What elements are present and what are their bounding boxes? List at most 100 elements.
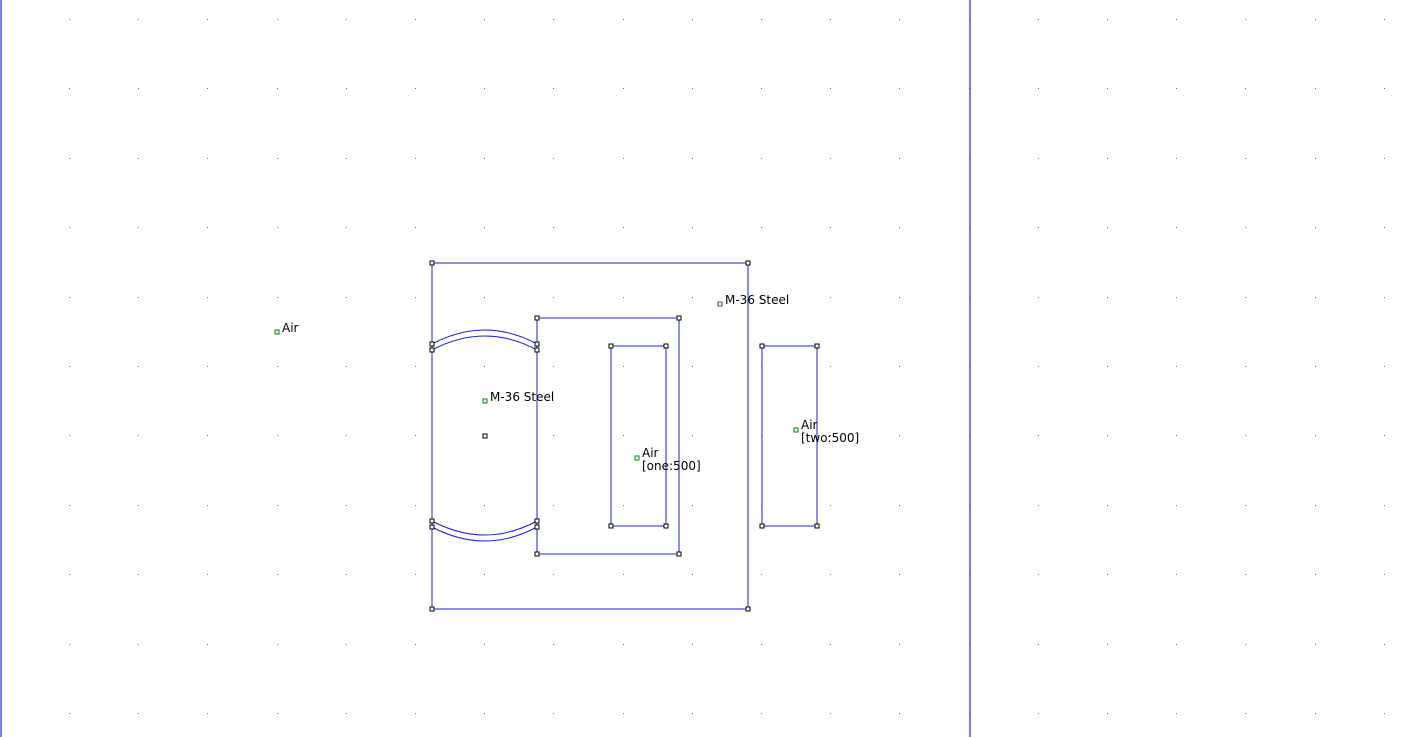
grid-dot bbox=[1315, 435, 1316, 436]
grid-dot bbox=[1107, 19, 1108, 20]
block-label-steel-left[interactable]: M-36 Steel bbox=[482, 390, 554, 404]
node[interactable] bbox=[534, 341, 540, 347]
node[interactable] bbox=[534, 347, 540, 353]
outer-core-rectangle[interactable] bbox=[431, 262, 749, 610]
grid-dot bbox=[277, 366, 278, 367]
grid-dot bbox=[1038, 158, 1039, 159]
geometry-nodes[interactable] bbox=[429, 260, 820, 612]
grid-dot bbox=[899, 88, 900, 89]
grid-dot bbox=[692, 505, 693, 506]
grid-dot bbox=[830, 713, 831, 714]
material-name: M-36 Steel bbox=[490, 390, 554, 404]
grid-dot bbox=[277, 713, 278, 714]
grid-dot bbox=[553, 88, 554, 89]
grid-dot bbox=[69, 435, 70, 436]
node[interactable] bbox=[814, 523, 820, 529]
grid-dot bbox=[1245, 366, 1246, 367]
node[interactable] bbox=[676, 551, 682, 557]
grid-dot bbox=[692, 88, 693, 89]
grid-dot bbox=[899, 713, 900, 714]
air-gap-arcs[interactable] bbox=[431, 329, 538, 542]
grid-dot bbox=[1176, 644, 1177, 645]
node[interactable] bbox=[429, 347, 435, 353]
block-label-marker[interactable] bbox=[793, 427, 799, 433]
grid-dot bbox=[1176, 297, 1177, 298]
grid-dot bbox=[1107, 366, 1108, 367]
node[interactable] bbox=[759, 343, 765, 349]
grid-dot bbox=[1384, 88, 1385, 89]
block-label-marker[interactable] bbox=[717, 301, 723, 307]
inner-core-segments[interactable] bbox=[536, 317, 680, 555]
grid-dot bbox=[830, 227, 831, 228]
block-label-air-coil-two[interactable]: Air [two:500] bbox=[793, 418, 859, 445]
grid-dot bbox=[1315, 297, 1316, 298]
block-label-marker[interactable] bbox=[634, 455, 640, 461]
grid-dot bbox=[692, 574, 693, 575]
grid-dot bbox=[761, 297, 762, 298]
grid-dot bbox=[1384, 574, 1385, 575]
grid-dot bbox=[1038, 227, 1039, 228]
grid-dot bbox=[138, 644, 139, 645]
grid-dot bbox=[1176, 505, 1177, 506]
grid-dot bbox=[692, 158, 693, 159]
grid-dot bbox=[1245, 227, 1246, 228]
grid-dot bbox=[623, 158, 624, 159]
node[interactable] bbox=[663, 523, 669, 529]
grid-dot bbox=[623, 505, 624, 506]
grid-dot bbox=[899, 435, 900, 436]
grid-dot bbox=[69, 366, 70, 367]
grid-dot bbox=[830, 505, 831, 506]
node[interactable] bbox=[534, 524, 540, 530]
grid-dot bbox=[1176, 88, 1177, 89]
node[interactable] bbox=[745, 260, 751, 266]
center-node[interactable] bbox=[482, 433, 488, 439]
grid-dot bbox=[1107, 227, 1108, 228]
node[interactable] bbox=[429, 524, 435, 530]
grid-dot bbox=[899, 297, 900, 298]
grid-dot bbox=[553, 505, 554, 506]
grid-dot bbox=[1038, 644, 1039, 645]
node[interactable] bbox=[429, 260, 435, 266]
grid-dot bbox=[1384, 505, 1385, 506]
grid-dot bbox=[899, 644, 900, 645]
block-label-steel-top-right[interactable]: M-36 Steel bbox=[717, 293, 789, 307]
node[interactable] bbox=[534, 315, 540, 321]
node[interactable] bbox=[608, 343, 614, 349]
grid-dot bbox=[899, 366, 900, 367]
node[interactable] bbox=[429, 518, 435, 524]
grid-dot bbox=[553, 227, 554, 228]
grid-dot bbox=[207, 158, 208, 159]
grid-dot bbox=[623, 644, 624, 645]
grid-dot bbox=[69, 713, 70, 714]
grid-dot bbox=[1176, 227, 1177, 228]
grid-dot bbox=[761, 644, 762, 645]
grid-dot bbox=[899, 227, 900, 228]
grid-dot bbox=[277, 505, 278, 506]
grid-dot bbox=[207, 297, 208, 298]
node[interactable] bbox=[745, 606, 751, 612]
node[interactable] bbox=[676, 315, 682, 321]
block-label-air-outer[interactable]: Air bbox=[274, 321, 299, 335]
grid-dot bbox=[207, 574, 208, 575]
node[interactable] bbox=[814, 343, 820, 349]
circuit-name: [one:500] bbox=[642, 459, 701, 473]
block-label-air-coil-one[interactable]: Air [one:500] bbox=[634, 446, 701, 473]
node[interactable] bbox=[663, 343, 669, 349]
block-label-marker[interactable] bbox=[482, 398, 488, 404]
block-label-marker[interactable] bbox=[274, 329, 280, 335]
grid-dot bbox=[138, 19, 139, 20]
node[interactable] bbox=[759, 523, 765, 529]
grid-dot bbox=[553, 713, 554, 714]
coil-one-rectangle[interactable] bbox=[610, 345, 667, 527]
node[interactable] bbox=[429, 606, 435, 612]
grid-dot bbox=[484, 366, 485, 367]
coil-two-rectangle[interactable] bbox=[761, 345, 818, 527]
node[interactable] bbox=[429, 341, 435, 347]
node[interactable] bbox=[534, 551, 540, 557]
grid-dot bbox=[830, 574, 831, 575]
grid-dot bbox=[138, 158, 139, 159]
node[interactable] bbox=[608, 523, 614, 529]
node[interactable] bbox=[534, 518, 540, 524]
